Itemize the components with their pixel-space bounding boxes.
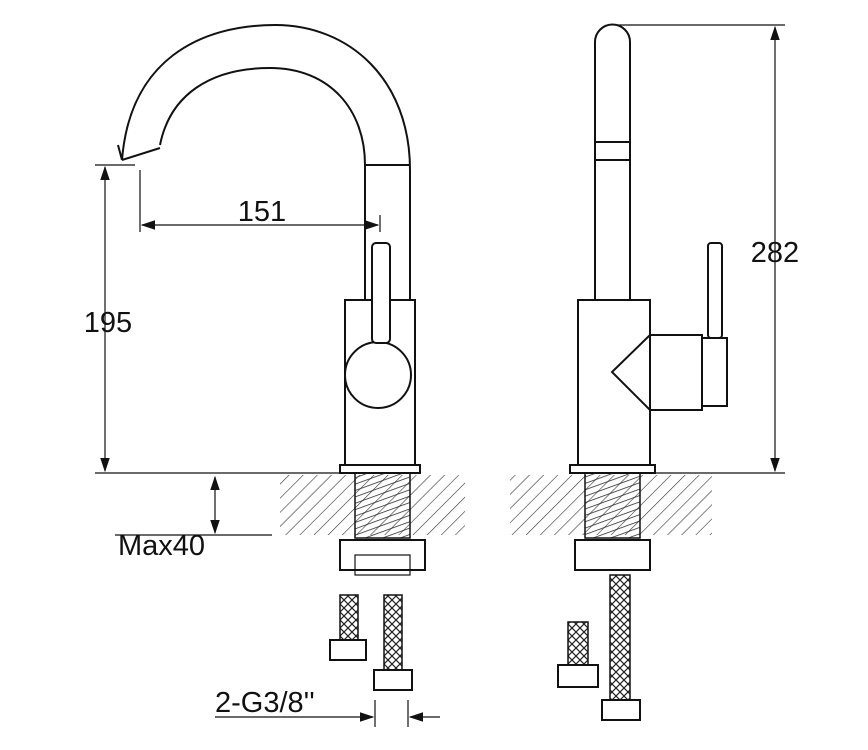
- hose-2: [383, 594, 403, 671]
- threaded-shank: [584, 472, 641, 539]
- handle-boss: [649, 334, 703, 411]
- mounting-nut: [574, 539, 651, 571]
- hose-2-nut: [557, 664, 599, 688]
- spout-pipe: [594, 23, 631, 300]
- spout-height-label: 195: [84, 307, 132, 339]
- hose-1: [339, 594, 359, 646]
- hose-2-nut: [373, 669, 413, 691]
- max-thickness-label: Max40: [118, 530, 205, 562]
- hose-1-nut: [329, 639, 367, 661]
- side-view: [510, 23, 728, 721]
- reach-label: 151: [238, 196, 286, 228]
- total-height-label: 282: [751, 237, 799, 269]
- dimension-max-thickness: Max40: [115, 475, 272, 562]
- hose-1: [609, 574, 631, 701]
- handle-disc: [344, 341, 412, 409]
- dimension-spout-height: 195: [84, 164, 340, 474]
- threaded-shank: [354, 472, 411, 539]
- dimension-reach: 151: [139, 170, 381, 232]
- lever: [371, 242, 391, 344]
- base-plate: [339, 464, 421, 474]
- dimension-total-height: 282: [615, 24, 799, 474]
- hose-2: [567, 621, 589, 668]
- dimension-thread: 2-G3/8'': [215, 687, 440, 727]
- base-plate: [569, 464, 656, 474]
- handle-cap: [701, 337, 728, 407]
- front-view: [117, 23, 465, 691]
- hose-1-nut: [601, 699, 641, 721]
- spout: [117, 23, 411, 300]
- thread-label: 2-G3/8'': [215, 687, 315, 719]
- lever: [707, 242, 723, 339]
